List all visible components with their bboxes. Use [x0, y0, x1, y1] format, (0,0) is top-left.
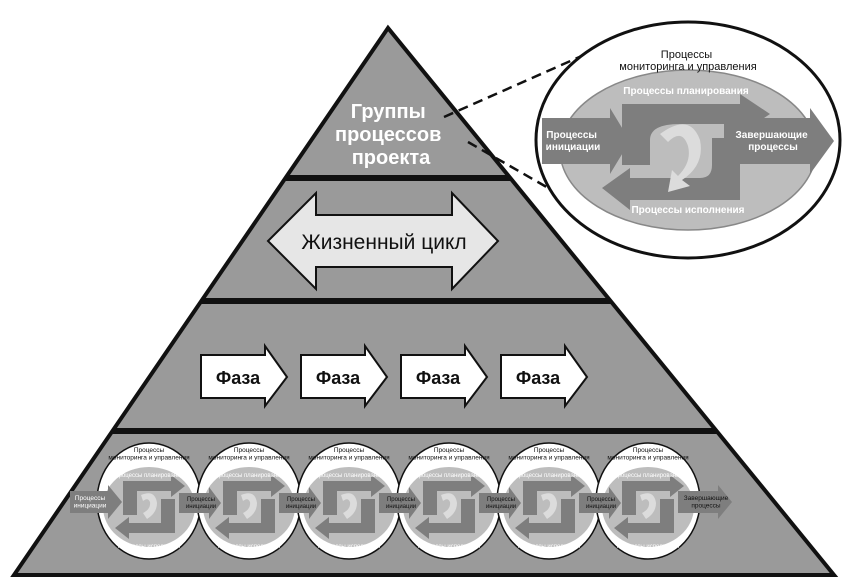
mini-execution-arrow — [115, 499, 175, 539]
mini-connector-arrow — [379, 487, 421, 519]
mini-execution-label: Процессы исполнения — [418, 544, 481, 550]
title-line-1: Группы — [351, 101, 426, 123]
mini-planning-arrow — [123, 475, 185, 515]
mini-connector-arrow — [279, 487, 321, 519]
phase-3: Фаза — [400, 342, 489, 409]
mini-planning-label: Процессы планирования — [214, 473, 283, 479]
mini-planning-label: Процессы планирования — [613, 473, 682, 479]
callout-closing-label: Завершающие процессы — [736, 130, 811, 153]
process-cycle-callout: Процессы мониторинга и управления Процес… — [534, 20, 842, 260]
mini-execution-arrow — [614, 499, 674, 539]
callout-planning-arrow — [622, 94, 770, 165]
mini-s-curve — [241, 493, 257, 519]
phase-label-3: Фаза — [416, 368, 461, 388]
mini-s-curve — [441, 493, 457, 519]
callout-initiation-arrow — [542, 108, 630, 174]
callout-closing-arrow — [724, 108, 834, 174]
mini-execution-arrow — [215, 499, 275, 539]
mini-connector-arrow — [479, 487, 521, 519]
callout-monitoring-label: Процессы мониторинга и управления — [619, 49, 756, 73]
callout-planning-label: Процессы планирования — [623, 86, 749, 97]
mini-execution-label: Процессы исполнения — [518, 544, 581, 550]
phase-2: Фаза — [300, 342, 389, 409]
callout-initiation-label: Процессы инициации — [546, 130, 601, 153]
mini-execution-label: Процессы исполнения — [118, 544, 181, 550]
lifecycle-label: Жизненный цикл — [301, 231, 466, 254]
phase-1: Фаза — [200, 342, 289, 409]
mini-execution-arrow — [315, 499, 375, 539]
mini-execution-label: Процессы исполнения — [617, 544, 680, 550]
mini-planning-arrow — [423, 475, 485, 515]
mini-closing-arrow — [678, 485, 732, 519]
callout-connector-top — [443, 53, 585, 119]
mini-first-initiation-arrow — [70, 485, 122, 519]
phase-label-4: Фаза — [516, 368, 561, 388]
title-line-3: проекта — [352, 147, 431, 169]
phase-label-2: Фаза — [316, 368, 361, 388]
mini-connector-arrow — [179, 487, 221, 519]
mini-execution-label: Процессы исполнения — [218, 544, 281, 550]
mini-planning-arrow — [323, 475, 385, 515]
mini-planning-label: Процессы планирования — [514, 473, 583, 479]
mini-execution-arrow — [415, 499, 475, 539]
mini-planning-label: Процессы планирования — [114, 473, 183, 479]
process-groups-title: Группы процессов проекта — [335, 101, 447, 169]
mini-connector-arrow — [579, 487, 621, 519]
mini-planning-arrow — [523, 475, 585, 515]
lifecycle-double-arrow — [266, 190, 500, 292]
callout-s-curve — [660, 124, 701, 192]
mini-planning-arrow — [622, 475, 684, 515]
phase-4: Фаза — [500, 342, 589, 409]
mini-planning-label: Процессы планирования — [314, 473, 383, 479]
mini-execution-arrow — [515, 499, 575, 539]
mini-planning-arrow — [223, 475, 285, 515]
mini-planning-label: Процессы планирования — [414, 473, 483, 479]
mini-s-curve — [341, 493, 357, 519]
phase-row: Фаза Фаза Фаза Фаза — [200, 342, 589, 409]
callout-execution-arrow — [602, 138, 740, 210]
title-line-2: процессов — [335, 124, 441, 146]
mini-s-curve — [541, 493, 557, 519]
callout-execution-label: Процессы исполнения — [631, 205, 744, 216]
mini-s-curve — [640, 493, 656, 519]
phase-label-1: Фаза — [216, 368, 261, 388]
mini-execution-label: Процессы исполнения — [318, 544, 381, 550]
mini-s-curve — [141, 493, 157, 519]
